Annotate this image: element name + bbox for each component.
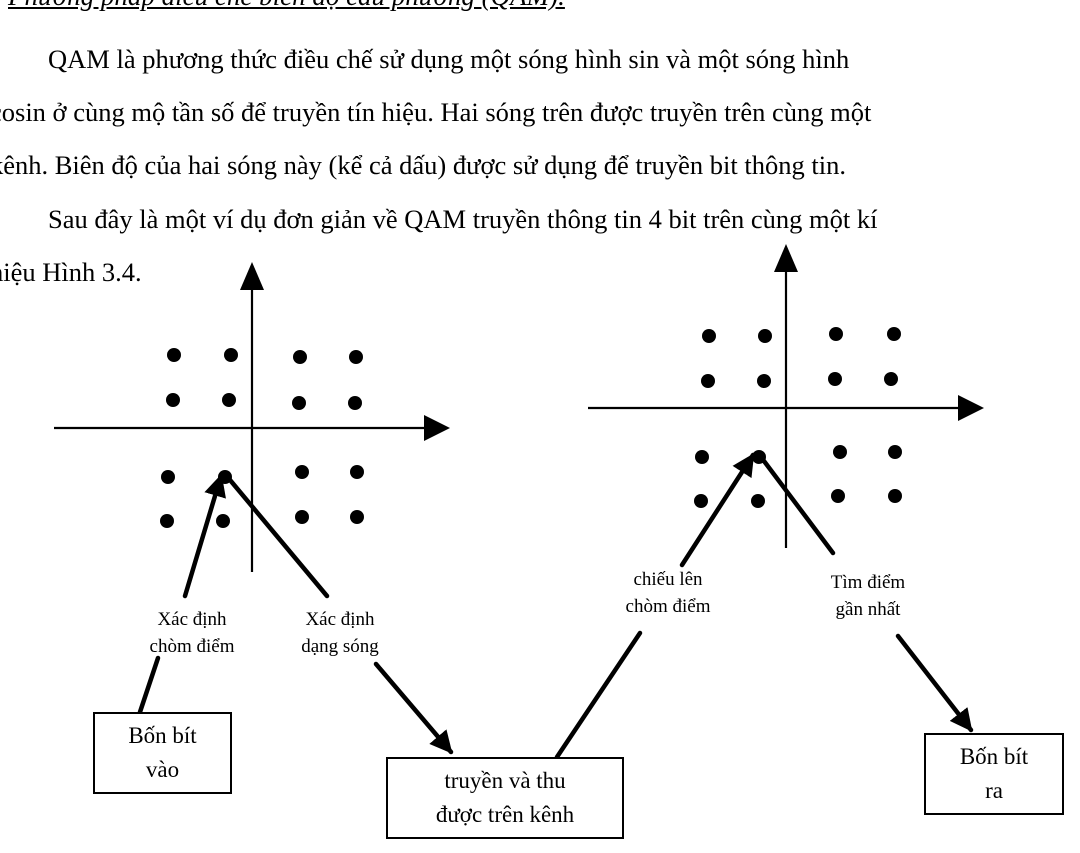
left-y-axis-arrowhead: [240, 262, 264, 290]
constellation-point: [295, 465, 309, 479]
line-input-box-to-label: [137, 655, 161, 715]
constellation-point: [166, 393, 180, 407]
right-x-axis-arrowhead: [958, 395, 984, 421]
section-heading: Phương pháp điều chế biên độ cầu phương …: [8, 0, 565, 12]
constellation-point: [350, 510, 364, 524]
input-bits-box: Bốn bít vào: [93, 712, 232, 794]
constellation-point: [833, 445, 847, 459]
box-line: vào: [145, 757, 180, 782]
box-line: Bốn bít: [959, 744, 1029, 769]
constellation-point: [758, 329, 772, 343]
label-line: Tìm điểm: [830, 572, 906, 593]
paragraph-line: QAM là phương thức điều chế sử dụng một …: [48, 44, 850, 74]
constellation-point: [216, 514, 230, 528]
channel-box: truyền và thu được trên kênh: [386, 757, 624, 839]
constellation-point: [701, 374, 715, 388]
label-project: chiếu lên chòm điểm: [606, 566, 730, 620]
paragraph-line: kênh. Biên độ của hai sóng này (kể cả dấ…: [0, 150, 846, 180]
constellation-point: [222, 393, 236, 407]
box-line: được trên kênh: [435, 802, 575, 827]
constellation-point: [295, 510, 309, 524]
arrow-to-channel-box: [373, 661, 454, 755]
arrow-to-output-box: [895, 633, 974, 733]
right-constellation: [588, 244, 984, 548]
constellation-point: [702, 329, 716, 343]
left-constellation: [54, 262, 450, 572]
label-waveform: Xác định dạng sóng: [280, 606, 400, 660]
label-line: chòm điểm: [625, 596, 711, 617]
label-line: Xác định: [305, 609, 375, 630]
label-line: Xác định: [157, 609, 227, 630]
constellation-point: [888, 445, 902, 459]
label-line: chiếu lên: [633, 569, 703, 590]
constellation-point: [292, 396, 306, 410]
constellation-point: [831, 489, 845, 503]
box-line: ra: [985, 778, 1003, 803]
output-bits-box: Bốn bít ra: [924, 733, 1064, 815]
constellation-point: [224, 348, 238, 362]
line-right-point-to-nearest: [755, 450, 836, 556]
constellation-point: [884, 372, 898, 386]
constellation-point: [695, 450, 709, 464]
constellation-point: [828, 372, 842, 386]
line-channel-box-to-projection: [554, 630, 643, 760]
left-x-axis-arrowhead: [424, 415, 450, 441]
constellation-point: [349, 350, 363, 364]
constellation-point: [694, 494, 708, 508]
paragraph-line: cosin ở cùng mộ tần số để truyền tín hiệ…: [0, 97, 872, 127]
label-nearest: Tìm điểm gần nhất: [806, 569, 930, 623]
constellation-point: [293, 350, 307, 364]
paragraph-example-intro: Sau đây là một ví dụ đơn giản về QAM tru…: [0, 193, 1075, 299]
box-line: truyền và thu: [444, 768, 566, 793]
label-constellation: Xác định chòm điểm: [130, 606, 254, 660]
constellation-point: [348, 396, 362, 410]
constellation-point: [829, 327, 843, 341]
constellation-point: [350, 465, 364, 479]
constellation-point: [757, 374, 771, 388]
constellation-point: [167, 348, 181, 362]
paragraph-line: hiệu Hình 3.4.: [0, 257, 142, 287]
constellation-point: [751, 494, 765, 508]
arrow-to-left-point: [182, 473, 226, 599]
box-line: Bốn bít: [128, 723, 197, 748]
constellation-point: [160, 514, 174, 528]
constellation-point: [887, 327, 901, 341]
constellation-point: [888, 489, 902, 503]
arrow-to-right-point: [679, 452, 756, 568]
line-left-point-to-waveform: [222, 471, 330, 599]
paragraph-qam-definition: QAM là phương thức điều chế sử dụng một …: [0, 33, 1075, 192]
right-y-axis-arrowhead: [774, 244, 798, 272]
label-line: dạng sóng: [301, 636, 379, 657]
paragraph-line: Sau đây là một ví dụ đơn giản về QAM tru…: [48, 204, 878, 234]
label-line: gần nhất: [835, 599, 901, 620]
constellation-point: [161, 470, 175, 484]
label-line: chòm điểm: [149, 636, 235, 657]
